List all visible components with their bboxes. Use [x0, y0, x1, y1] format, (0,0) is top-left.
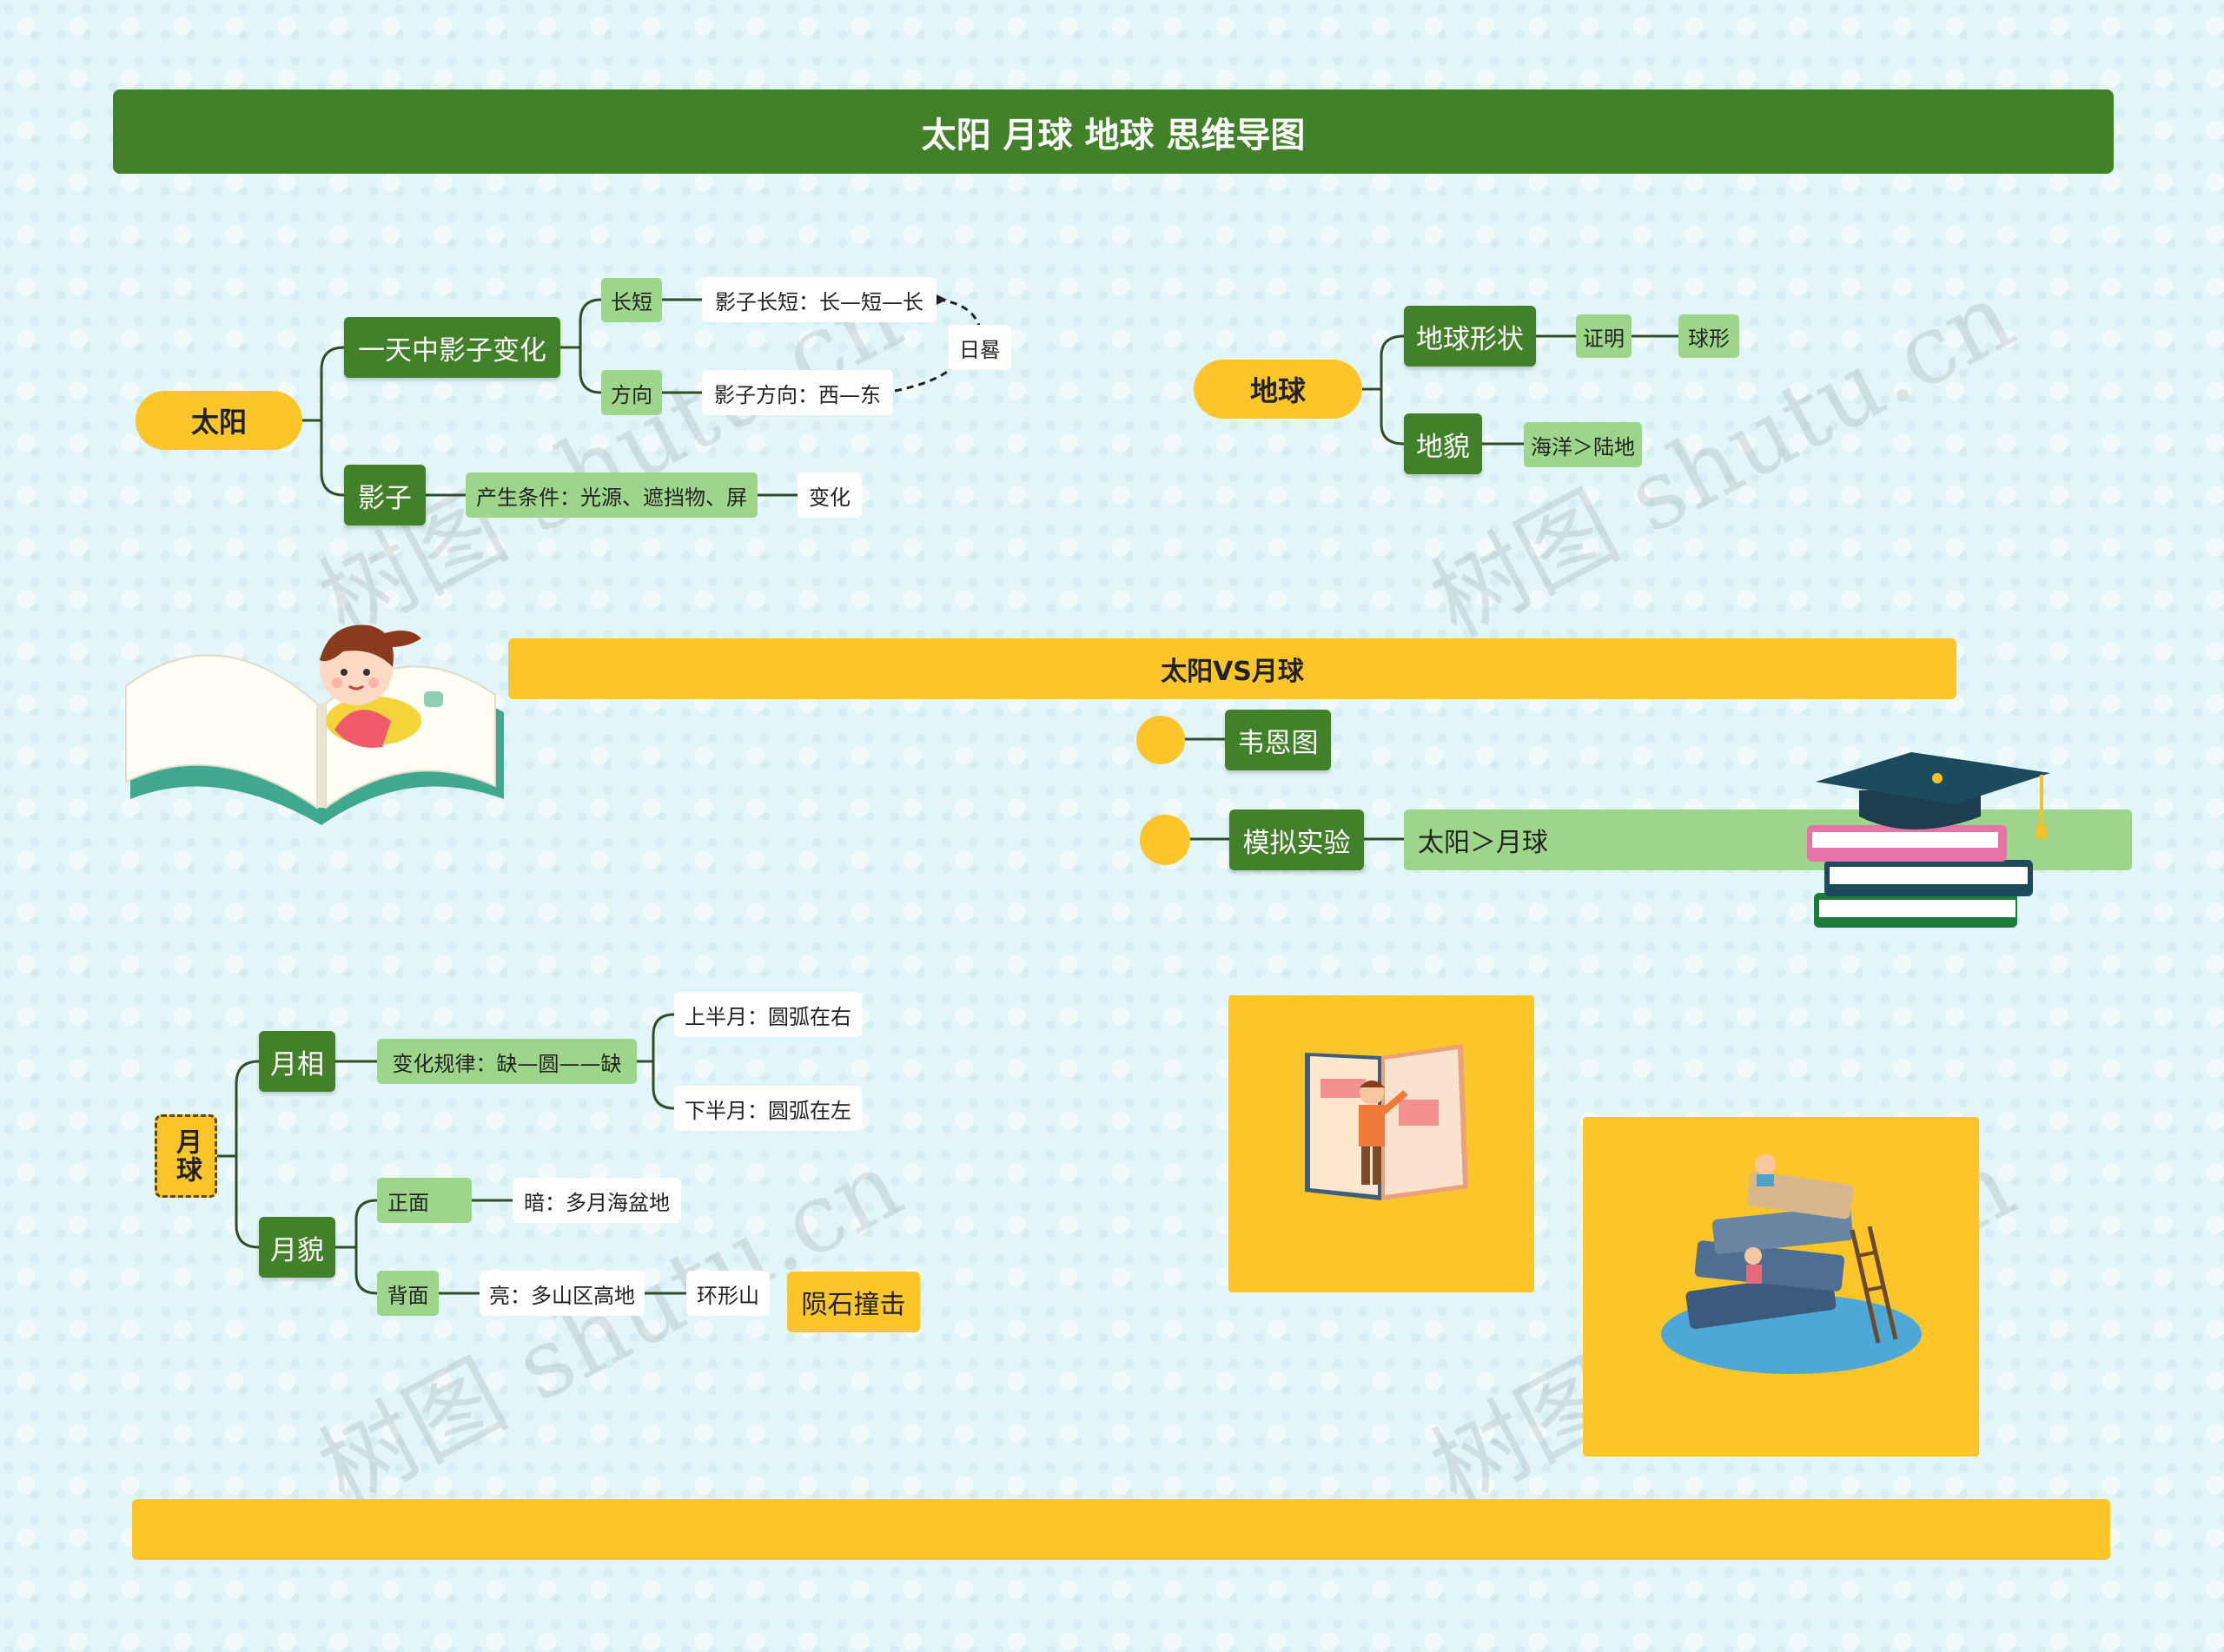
reading-kid-drawing: [1305, 1044, 1468, 1200]
first-half-node[interactable]: 上半月：圆弧在右: [674, 992, 862, 1037]
moon-root-label: 月球: [171, 1128, 202, 1184]
landform-node[interactable]: 地貌: [1404, 413, 1482, 474]
venn-node[interactable]: 韦恩图: [1225, 710, 1331, 770]
ring-mountain-node[interactable]: 环形山: [686, 1271, 770, 1316]
second-half-node[interactable]: 下半月：圆弧在左: [674, 1086, 862, 1131]
bottom-bar: [132, 1499, 2110, 1560]
back-value-node[interactable]: 亮：多山区高地: [480, 1271, 645, 1316]
surface-node[interactable]: 月貌: [259, 1217, 335, 1278]
shadow-condition-node[interactable]: 产生条件：光源、遮挡物、屏: [466, 472, 758, 518]
phase-rule-node[interactable]: 变化规律：缺—圆——缺: [377, 1039, 637, 1084]
shadow-change-word[interactable]: 变化: [798, 472, 862, 518]
shadow-length-value[interactable]: 影子长短：长—短—长: [702, 277, 937, 322]
shadow-change-node[interactable]: 一天中影子变化: [344, 317, 560, 378]
proof-node[interactable]: 证明: [1576, 314, 1632, 358]
ocean-land-node[interactable]: 海洋＞陆地: [1524, 422, 1642, 467]
book-pile-drawing: [1661, 1154, 1922, 1374]
earth-root[interactable]: 地球: [1194, 360, 1362, 419]
moon-root[interactable]: 月球: [155, 1114, 217, 1198]
phase-node[interactable]: 月相: [259, 1031, 335, 1092]
venn-dot: [1136, 716, 1185, 764]
back-node[interactable]: 背面: [377, 1271, 439, 1316]
front-node[interactable]: 正面: [377, 1178, 472, 1223]
length-node[interactable]: 长短: [601, 278, 662, 322]
sun-root[interactable]: 太阳: [136, 391, 302, 450]
meteor-node[interactable]: 陨石撞击: [787, 1272, 920, 1332]
graduation-cap-books-illustration: [1807, 752, 2050, 928]
direction-node[interactable]: 方向: [601, 370, 662, 415]
book-pile-picture: [1583, 1117, 1979, 1457]
page-title: 太阳 月球 地球 思维导图: [921, 115, 1306, 155]
girl-reading-illustration: [125, 624, 504, 825]
front-value-node[interactable]: 暗：多月海盆地: [513, 1178, 681, 1223]
simulation-node[interactable]: 模拟实验: [1229, 809, 1364, 870]
title-banner: 太阳 月球 地球 思维导图: [113, 89, 2114, 174]
earth-shape-node[interactable]: 地球形状: [1404, 306, 1536, 367]
shadow-node[interactable]: 影子: [344, 465, 426, 525]
vs-banner: 太阳VS月球: [508, 638, 1956, 699]
shadow-direction-value[interactable]: 影子方向：西—东: [702, 370, 893, 415]
reading-kid-picture: [1228, 995, 1534, 1292]
simulation-dot: [1140, 815, 1190, 865]
vs-banner-title: 太阳VS月球: [1161, 657, 1304, 687]
sphere-node[interactable]: 球形: [1678, 314, 1739, 358]
sundial-node[interactable]: 日晷: [949, 325, 1011, 370]
